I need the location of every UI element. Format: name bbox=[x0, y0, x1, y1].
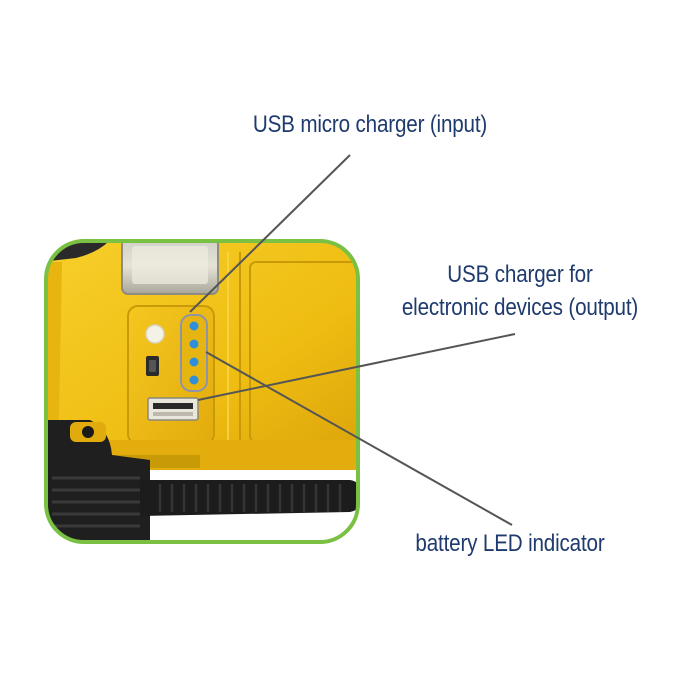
battery-led-indicator bbox=[189, 321, 199, 385]
battery-led-4-icon bbox=[189, 375, 199, 385]
label-usb-micro-charger: USB micro charger (input) bbox=[252, 111, 488, 138]
photo-frame bbox=[44, 239, 360, 544]
leader-line-usb-output bbox=[197, 333, 516, 401]
label-usb-output-line1: USB charger for bbox=[447, 261, 593, 288]
battery-led-1-icon bbox=[189, 321, 199, 331]
device-photo bbox=[46, 241, 358, 542]
power-button-icon bbox=[145, 324, 165, 344]
battery-led-3-icon bbox=[189, 357, 199, 367]
label-usb-output-line2: electronic devices (output) bbox=[401, 294, 639, 321]
label-usb-output-charger: USB charger for electronic devices (outp… bbox=[382, 258, 657, 324]
label-battery-led-indicator: battery LED indicator bbox=[415, 530, 605, 557]
leader-line-usb-micro bbox=[189, 154, 351, 313]
leader-line-battery-led bbox=[205, 351, 513, 526]
battery-led-2-icon bbox=[189, 339, 199, 349]
